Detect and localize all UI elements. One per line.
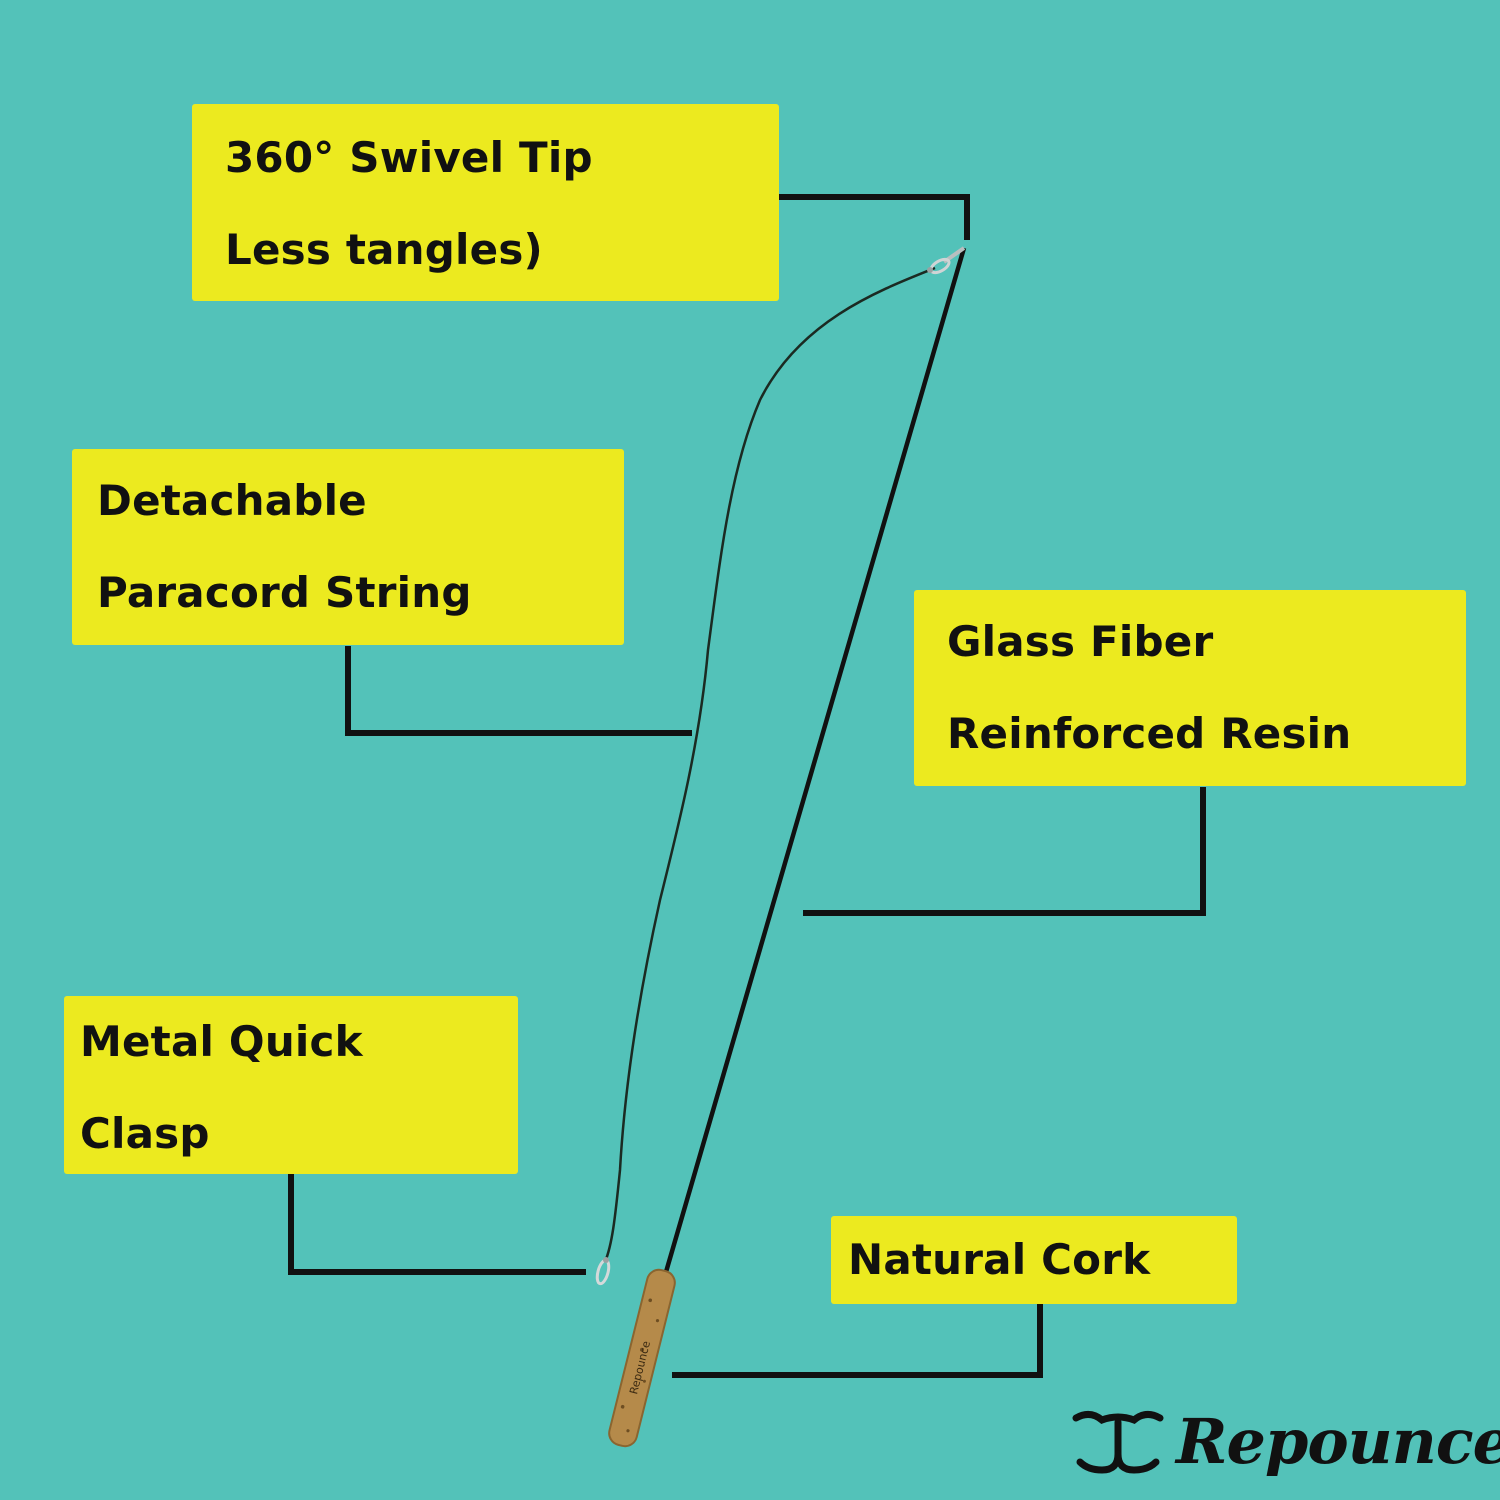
leader-line-cork <box>672 1304 1043 1378</box>
cat-face-logo-icon <box>1072 1411 1164 1474</box>
leader-line-paracord <box>345 646 692 736</box>
callout-swivel-tip: 360° Swivel Tip Less tangles) <box>192 104 779 301</box>
callout-paracord-line2: Paracord String <box>97 568 472 617</box>
brand-name: Repounce <box>1176 1405 1500 1478</box>
callout-cork: Natural Cork <box>831 1216 1237 1304</box>
callout-cork-line1: Natural Cork <box>848 1235 1151 1284</box>
swivel-tip <box>927 246 966 275</box>
callout-swivel-tip-line1: 360° Swivel Tip <box>225 133 593 182</box>
callout-clasp: Metal Quick Clasp <box>64 996 518 1174</box>
callout-paracord-line1: Detachable <box>97 476 367 525</box>
cork-handle: Repounce <box>608 1268 676 1448</box>
fiber-rod <box>663 247 967 1273</box>
callout-clasp-line1: Metal Quick <box>80 1017 363 1066</box>
callout-clasp-line2: Clasp <box>80 1109 210 1158</box>
callout-resin: Glass Fiber Reinforced Resin <box>914 590 1466 786</box>
metal-clasp <box>595 1257 611 1286</box>
leader-line-clasp <box>288 1174 586 1275</box>
leader-line-resin <box>803 787 1206 916</box>
leader-line-swivel <box>779 194 970 240</box>
brand-logo: Repounce <box>1072 1402 1500 1482</box>
callout-resin-line1: Glass Fiber <box>947 617 1214 666</box>
callout-paracord: Detachable Paracord String <box>72 449 624 645</box>
callout-resin-line2: Reinforced Resin <box>947 709 1352 758</box>
leader-lines <box>288 194 1206 1378</box>
callout-swivel-tip-line2: Less tangles) <box>225 225 543 274</box>
paracord-string <box>603 266 936 1263</box>
